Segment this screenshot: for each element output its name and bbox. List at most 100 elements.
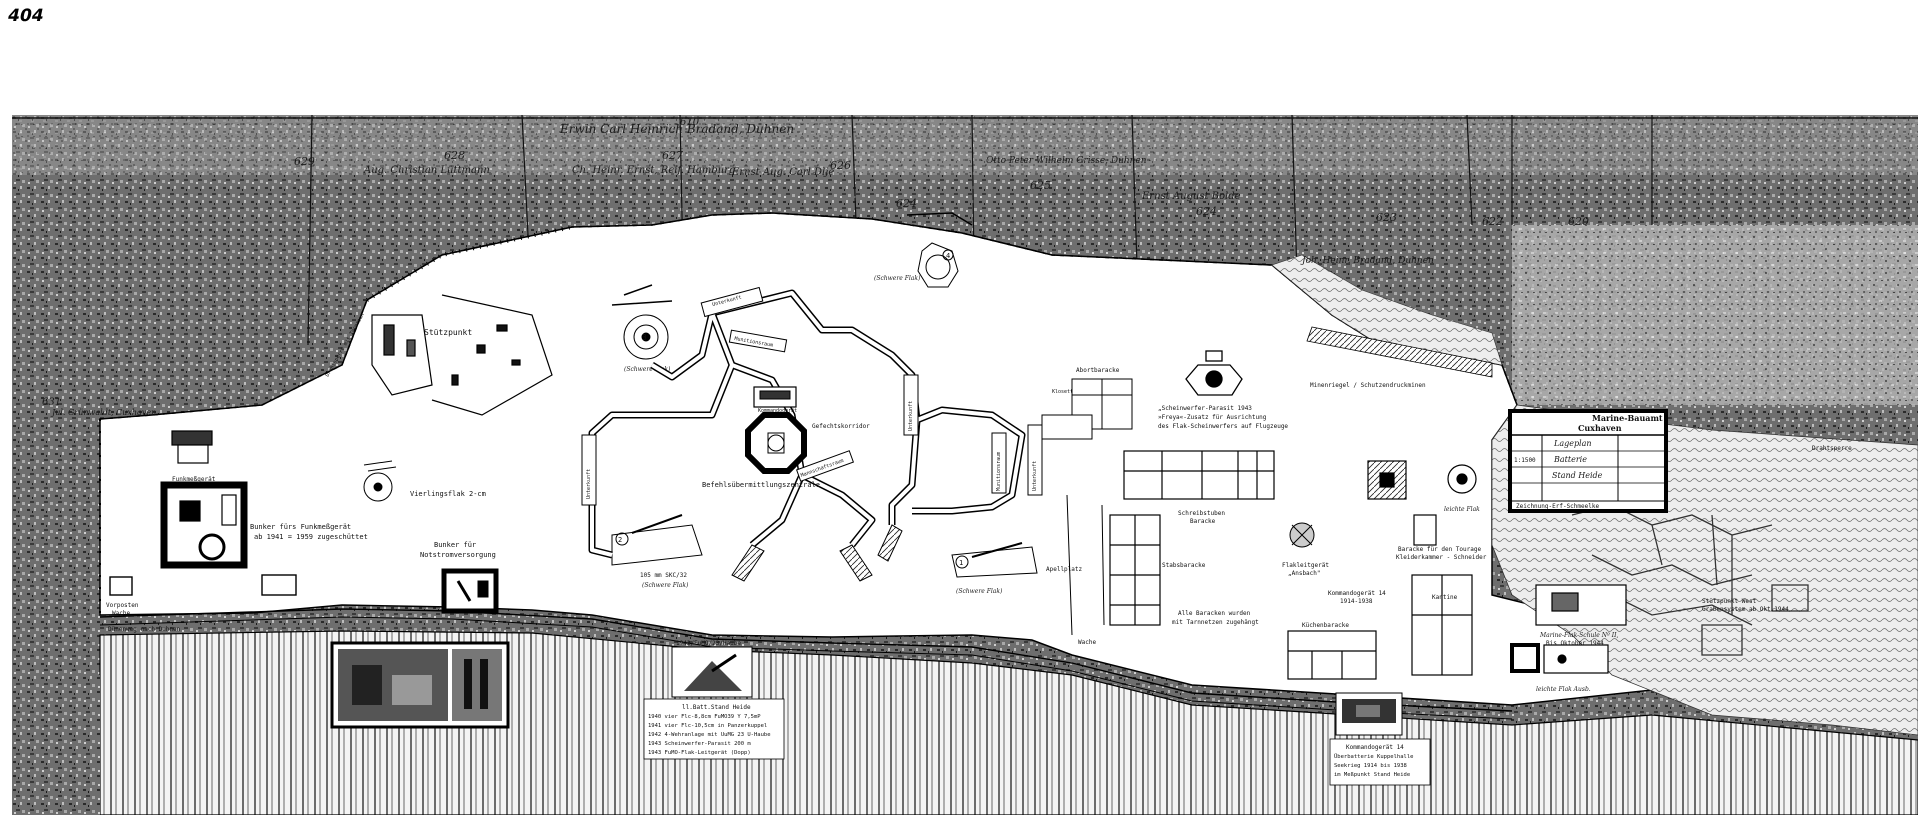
gun-photo-title: 1942/FuMO/23/Haube xyxy=(676,640,741,647)
label-wache: Wache xyxy=(1078,639,1096,646)
label-flakleit-1: Flakleitgerät xyxy=(1282,562,1329,569)
label-baracken-1: Alle Baracken wurden xyxy=(1178,610,1251,617)
label-abortbaracke: Abortbaracke xyxy=(1076,367,1120,374)
title-object: Batterie xyxy=(1553,455,1587,464)
marine-flak-schule-badge xyxy=(1510,584,1627,674)
label-unterkunft-4: Unterkunft xyxy=(1032,461,1038,491)
label-duenenweg: Dünenweg nach Duhnen xyxy=(108,626,181,633)
label-drahtsperre-2: Drahtsperre xyxy=(1812,445,1852,452)
gun-caption-line-3: 1941 vier Flc-10,5cm in Panzerkuppel xyxy=(648,723,767,729)
parcel-number-8: 623 xyxy=(1376,211,1397,224)
label-klosett: Klosett xyxy=(1052,389,1073,395)
title-drawing: Lageplan xyxy=(1553,439,1592,448)
parcel-number-6: 624 xyxy=(896,197,917,210)
parcel-number-1: 629 xyxy=(294,155,315,168)
parcel-number-5: 625 xyxy=(1030,179,1051,192)
label-befehlsuebermittlung: Befehlsübermittlungszentrale xyxy=(702,481,820,489)
label-unterkunft-2: Unterkunft xyxy=(586,469,592,499)
label-vorposten-1: Vorposten xyxy=(106,602,139,609)
parcel-owner-2: Aug. Christian Lüttmann xyxy=(363,165,490,176)
stuetzpunkt-fort xyxy=(371,294,553,416)
svg-text:1: 1 xyxy=(959,559,963,567)
parcel-owner-3: Ch. Heinr. Ernst, Reif. Hamburg xyxy=(572,165,735,176)
gun-position-1 xyxy=(951,542,1038,578)
kuppel-caption-line-4: im Meßpunkt Stand Heide xyxy=(1334,772,1410,778)
label-stuetzpunkt-west-2: Grabensystem ab Okt.1944 xyxy=(1702,606,1789,613)
stabsbaracke xyxy=(1066,494,1161,636)
parcel-number-2: 628 xyxy=(444,149,465,162)
svg-text:3: 3 xyxy=(642,333,647,342)
gun-caption-line-5: 1943 Scheinwerfer-Parasit 200 m xyxy=(648,741,751,747)
title-place: Cuxhaven xyxy=(1578,423,1622,433)
parcel-owner-5: Otto Peter Wilhelm Grisse, Duhnen xyxy=(986,156,1147,166)
dune-road xyxy=(99,608,1513,712)
parcel-left-note: Jul. Grünwaldt, Cuxhaven xyxy=(50,408,156,417)
gun-position-3 xyxy=(611,284,673,360)
title-footer: Zeichnung-Erf-Schmeelke xyxy=(1516,503,1599,510)
inset-photo-bunker-interior xyxy=(330,641,510,729)
parcel-owner-7: Joh. Heinr. Bradand, Duhnen xyxy=(1300,256,1434,266)
label-gefechtskorridor: Gefechtskorridor xyxy=(812,423,870,430)
site-plan-map: Stützpunkt 3 (Schwere Flak) 4 (Schwere F… xyxy=(12,114,1919,816)
page-number: 404 xyxy=(5,6,46,26)
gun-caption-line-6: 1943 FuMO-Flak-Leitgerät (Dopp) xyxy=(648,750,751,756)
label-schwere-flak-1: (Schwere Flak) xyxy=(956,588,1003,595)
label-schule-1: Marine-Flak-Schule Nº II, xyxy=(1539,632,1618,639)
title-block xyxy=(1508,409,1668,513)
label-bunker-notstrom-2: Notstromversorgung xyxy=(420,551,496,559)
title-office: Marine-Bauamt xyxy=(1592,413,1663,423)
parcel-number-10: 620 xyxy=(1568,215,1589,228)
label-unterkunft-3: Unterkunft xyxy=(908,401,914,431)
perimeter-wire xyxy=(99,212,1518,420)
label-stabsbaracke: Stabsbaracke xyxy=(1162,562,1206,569)
title-scale: 1:1500 xyxy=(1514,457,1536,464)
svg-text:2: 2 xyxy=(618,536,622,544)
kuppel-caption-block xyxy=(1329,738,1431,786)
label-bunker-funkmess-2: ab 1941 = 1959 zugeschüttet xyxy=(254,533,368,541)
label-scheinwerfer-3: des Flak-Scheinwerfers auf Flugzeuge xyxy=(1158,423,1288,430)
leichte-flak xyxy=(1367,460,1477,500)
label-schwere-flak-3: (Schwere Flak) xyxy=(624,366,671,373)
label-kleider-1: Baracke für den Tourage xyxy=(1398,546,1481,553)
label-kantine: Kantine xyxy=(1432,594,1458,601)
parcel-number-4: 626 xyxy=(830,159,851,172)
funkmess-bunker xyxy=(160,430,248,569)
befehlszentrale-octagon xyxy=(745,386,807,474)
parcel-owner-6: Ernst August Bolde xyxy=(1141,191,1241,202)
parcel-number-11: 631 xyxy=(42,397,61,408)
gun-position-4 xyxy=(906,212,973,288)
parcel-owner-4: Ernst Aug. Carl Dlje xyxy=(731,167,834,178)
parcel-owner-top: Erwin Carl Heinrich Bradand, Duhnen xyxy=(559,122,794,136)
label-vierlingsflak: Vierlingsflak 2-cm xyxy=(410,490,486,498)
label-vorposten-2: Wache xyxy=(112,610,130,617)
label-schreibstuben-2: Baracke xyxy=(1190,518,1216,525)
label-baracken-2: mit Tarnnetzen zugehängt xyxy=(1172,619,1259,626)
label-stuetzpunkt-west-1: Stützpunkt West xyxy=(1702,598,1757,605)
label-kommando14-1: Kommandogerät 14 xyxy=(1328,590,1386,597)
label-schule-2: Bis Oktober 1944 xyxy=(1546,640,1604,647)
parcel-number-12: 610 xyxy=(680,117,700,128)
label-leichte-flak: leichte Flak xyxy=(1444,506,1480,513)
parcel-number-9: 622 xyxy=(1482,215,1503,228)
label-schreibstuben-1: Schreibstuben xyxy=(1178,510,1225,517)
inset-photo-kuppel xyxy=(1335,692,1403,736)
label-kuechenbaracke: Küchenbaracke xyxy=(1302,622,1349,629)
gun-caption-line-2: 1940 vier Flc-8,8cm FuMO39 Y 7,5mP xyxy=(648,714,761,720)
title-site: Stand Heide xyxy=(1552,471,1603,480)
label-minenriegel: Minenriegel / Schutzendruckminen xyxy=(1310,382,1426,389)
inset-photo-gun xyxy=(671,646,753,698)
label-funkmessgeraet: Funkmeßgerät xyxy=(172,476,216,483)
flakleitgeraet xyxy=(1289,522,1315,548)
notstrom-bunker xyxy=(441,568,499,614)
kuppel-caption-line-3: Seekrieg 1914 bis 1938 xyxy=(1334,763,1407,769)
svg-text:4: 4 xyxy=(946,252,950,260)
label-skc: 105 mm SKC/32 xyxy=(640,572,687,579)
label-stuetzpunkt: Stützpunkt xyxy=(424,328,472,337)
label-schwere-flak-2: (Schwere Flak) xyxy=(642,582,689,589)
label-scheinwerfer-1: „Scheinwerfer-Parasit 1943 xyxy=(1158,405,1252,412)
label-schwere-flak-4: (Schwere Flak) xyxy=(874,275,921,282)
label-leichte-ausb: leichte Flak Ausb. xyxy=(1536,686,1591,693)
label-bunker-notstrom-1: Bunker für xyxy=(434,541,476,549)
parcel-number-3: 627 xyxy=(662,149,683,162)
label-scheinwerfer-2: »Freya«-Zusatz für Ausrichtung xyxy=(1158,414,1267,421)
